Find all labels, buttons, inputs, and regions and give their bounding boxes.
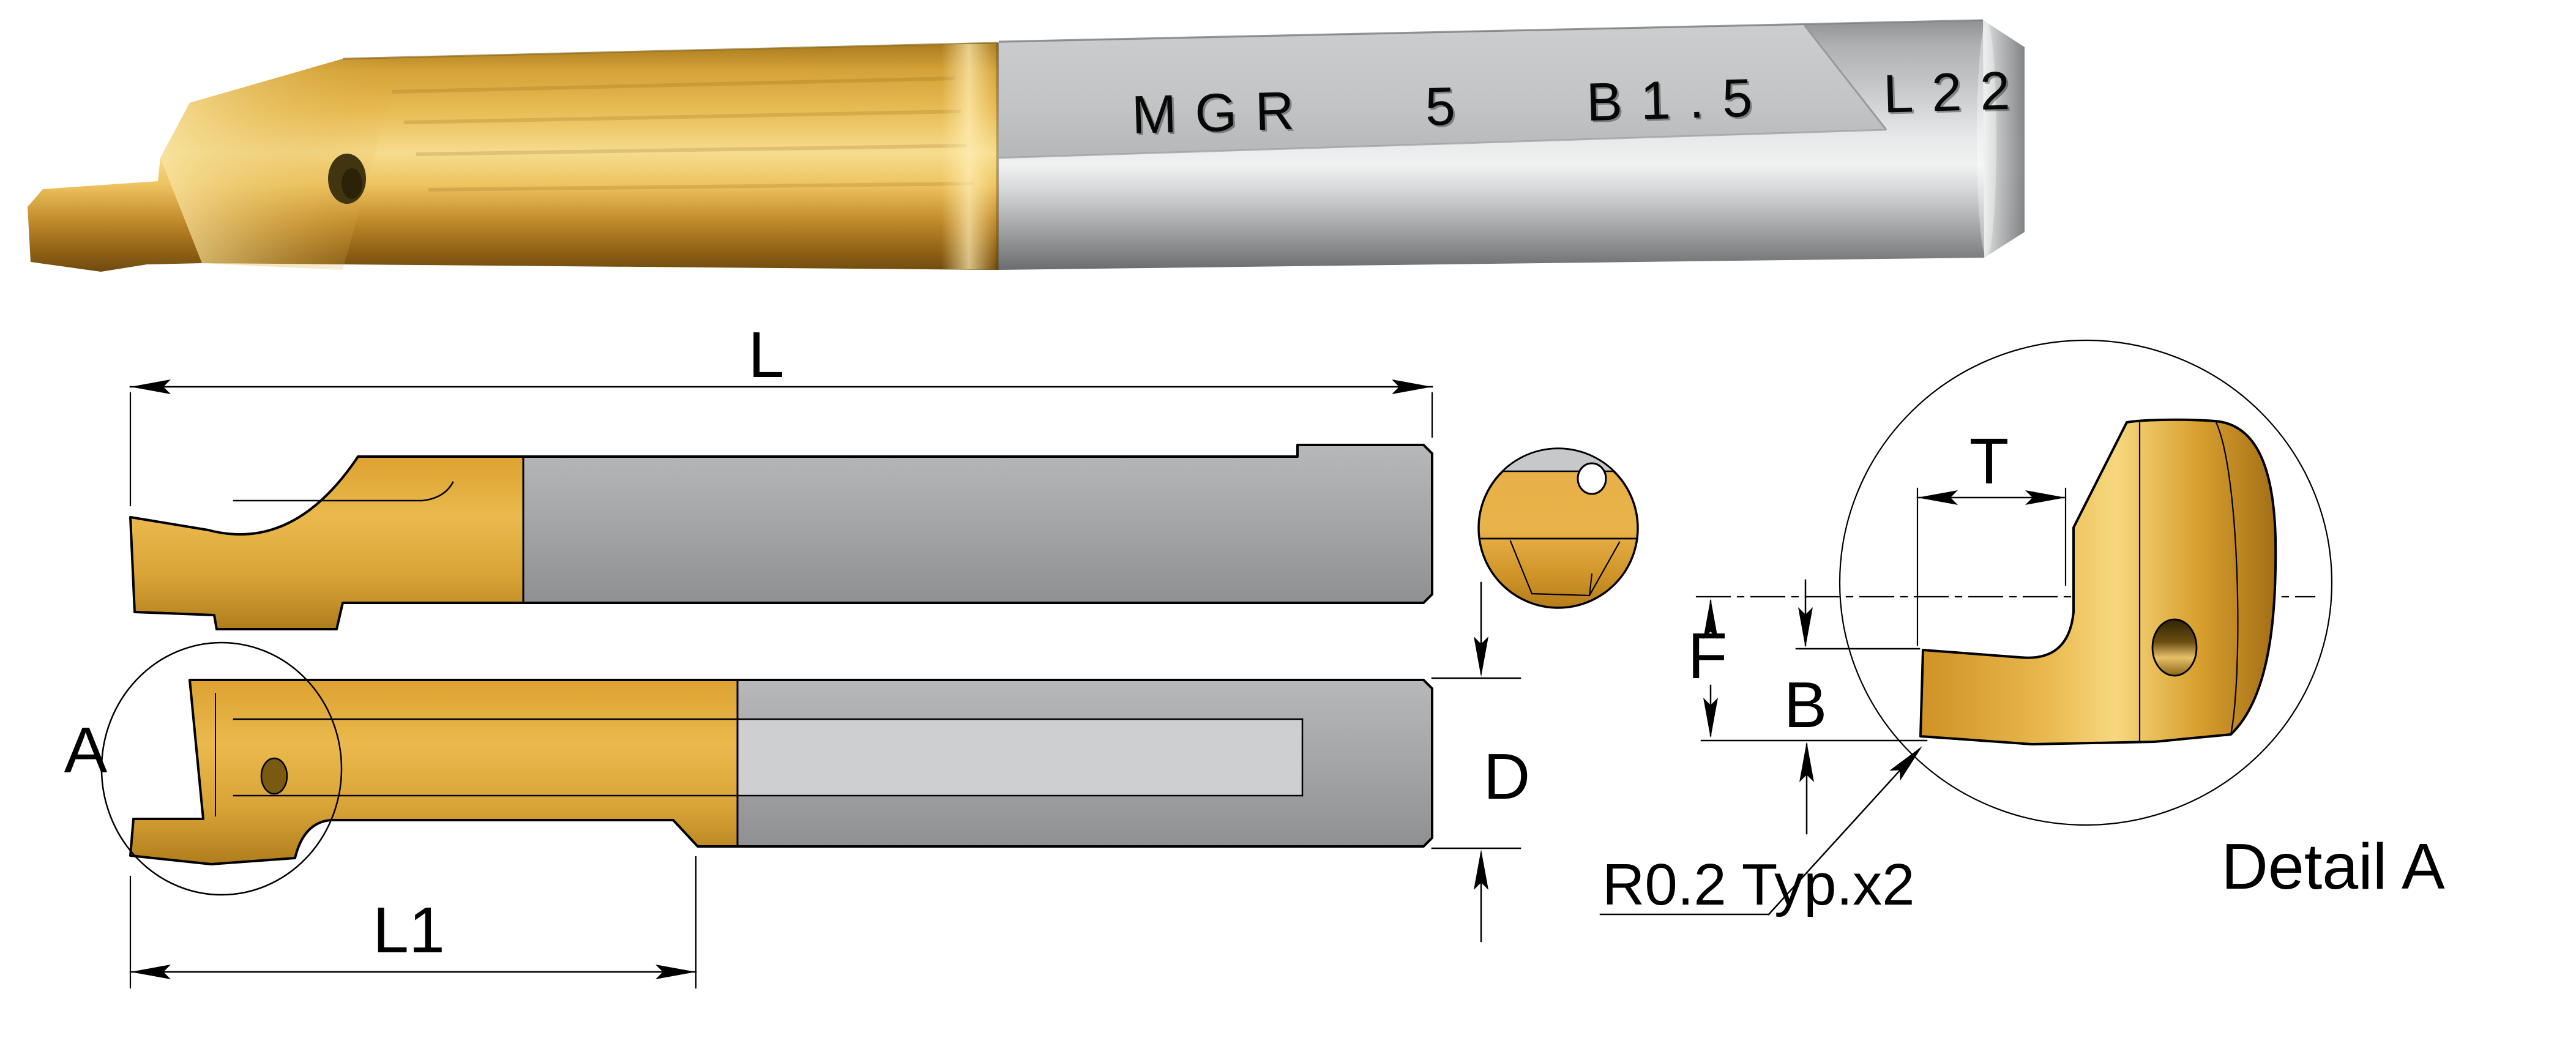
dimension-T: T — [1916, 425, 2067, 646]
detail-hole — [2151, 618, 2198, 677]
photo-milled-flat — [999, 25, 1886, 158]
front-view-hole — [1577, 462, 1607, 495]
top-view-steel-fill — [523, 445, 1432, 603]
photo-gold-nose-light — [160, 59, 401, 270]
label-detail-marker: A — [64, 714, 108, 786]
side-view-bottom — [129, 679, 1433, 865]
product-photo: MGR 5 B1.5 L22 MGR 5 B1.5 L22 — [28, 19, 2031, 272]
radius-callout: R0.2 Typ.x2 — [1599, 741, 1928, 917]
gold-brush-streaks — [391, 77, 974, 192]
bottom-view-coolant-hole — [260, 757, 288, 795]
bottom-view-flat — [737, 719, 1302, 796]
dimension-D: D — [1431, 581, 1531, 943]
detail-boundary-circle — [1839, 339, 2333, 826]
front-view — [1477, 447, 1639, 609]
dimension-L1: L1 — [129, 856, 697, 989]
label-detail-title: Detail A — [2221, 831, 2445, 903]
label-center-height: F — [1688, 620, 1728, 692]
label-groove-width: B — [1784, 669, 1827, 741]
dimension-F: F — [1688, 599, 1728, 738]
photo-end-highlight — [1977, 21, 1996, 256]
label-head-length: L1 — [373, 894, 445, 966]
dimension-L: L — [129, 319, 1433, 507]
detail-circle-marker: A — [64, 641, 343, 896]
detail-view: T F B — [1599, 339, 2445, 917]
label-tip-width: T — [1969, 425, 2009, 498]
photo-end-chamfer — [1983, 20, 2025, 258]
side-view-top — [129, 444, 1433, 630]
technical-drawing: L A L1 — [64, 319, 2445, 989]
photo-junction-sheen — [941, 44, 996, 269]
label-overall-length: L — [749, 319, 785, 391]
dimension-B: B — [1700, 579, 1928, 835]
label-radius-note: R0.2 Typ.x2 — [1602, 852, 1915, 917]
label-shank-diameter: D — [1484, 741, 1531, 813]
